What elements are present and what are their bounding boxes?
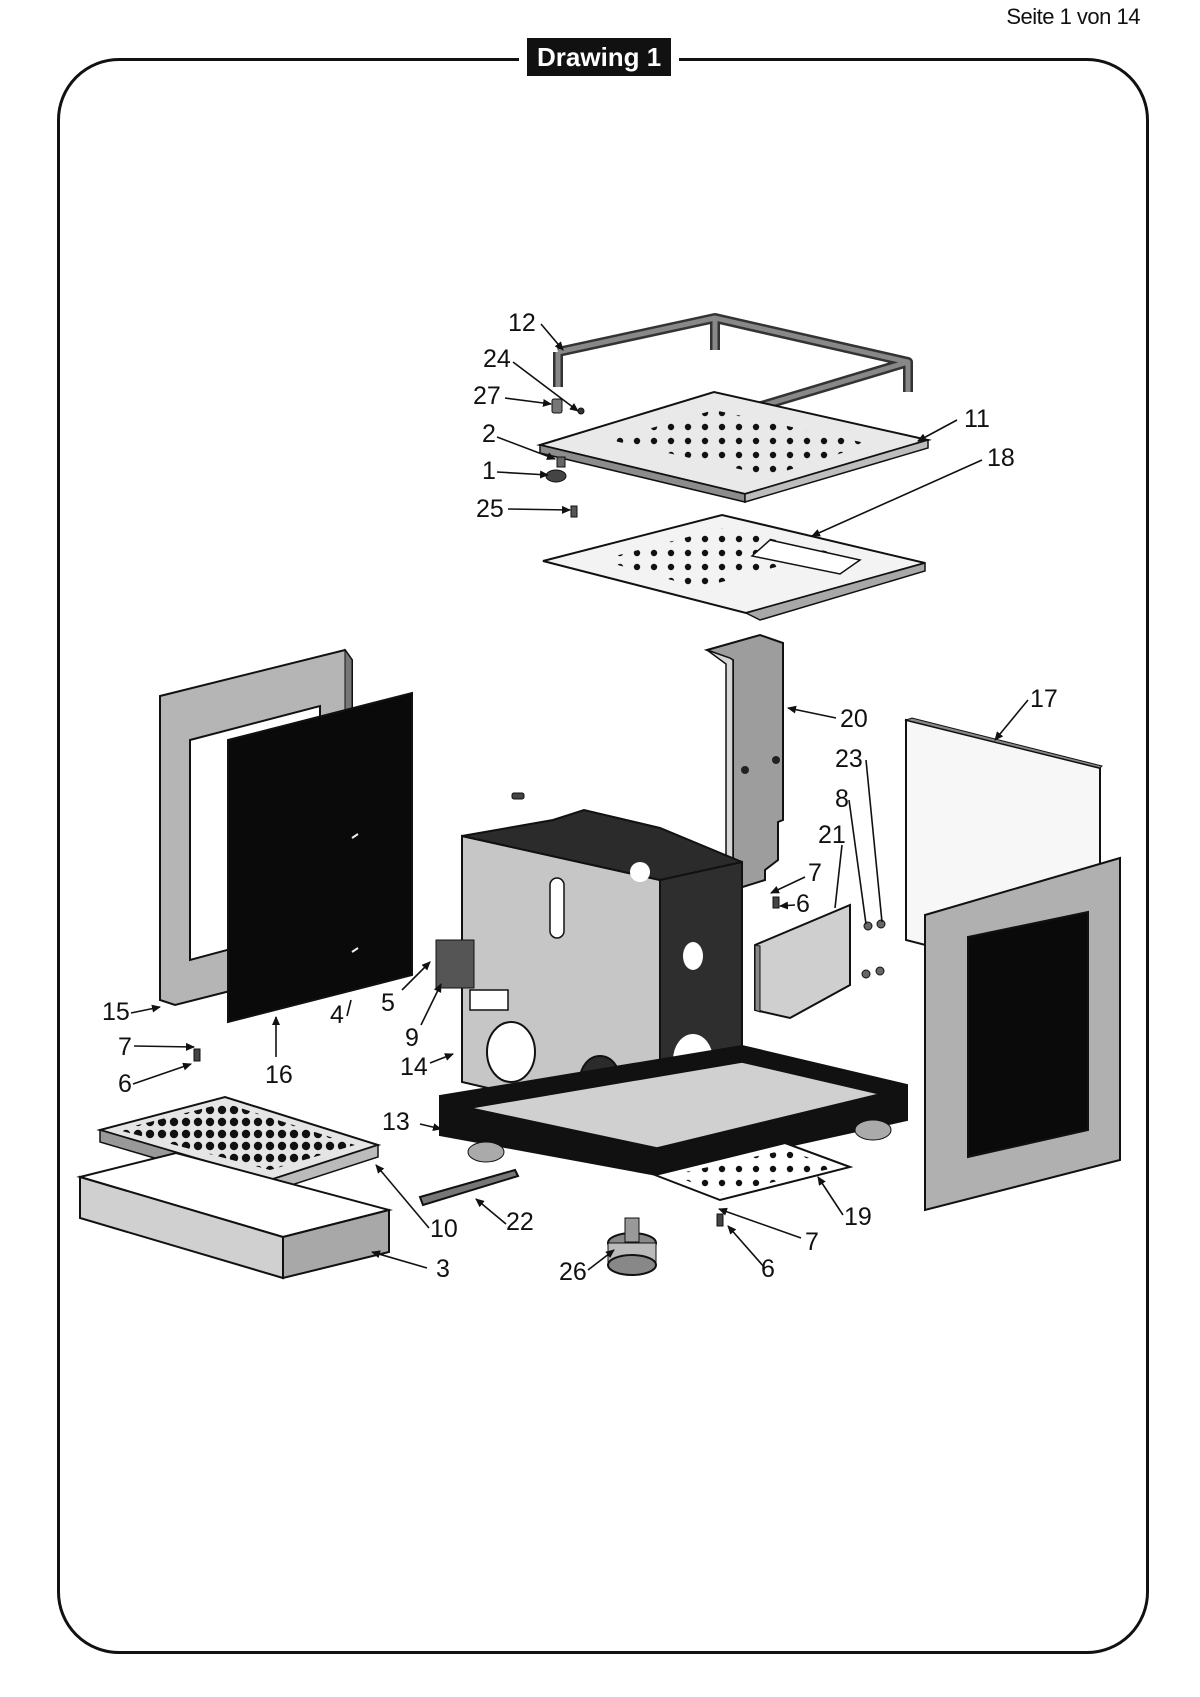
drip-tray-box-part	[76, 1151, 393, 1280]
callout-20: 20	[840, 705, 868, 733]
callout-17: 17	[1030, 685, 1058, 713]
callout-4: 4	[330, 1001, 344, 1029]
callout-2: 2	[482, 420, 496, 448]
small-screws	[193, 792, 780, 1227]
callout-3: 3	[436, 1255, 450, 1283]
foot-part	[607, 1217, 657, 1276]
page-number: Seite 1 von 14	[1006, 4, 1140, 29]
fasteners-top	[545, 398, 585, 518]
callout-6-left: 6	[118, 1070, 132, 1098]
callout-12: 12	[508, 309, 536, 337]
callout-8: 8	[835, 785, 849, 813]
callout-25: 25	[476, 495, 504, 523]
callout-11: 11	[964, 405, 990, 433]
drip-tray-plate-part	[542, 513, 926, 621]
callout-19: 19	[844, 1203, 872, 1231]
callout-7-upper: 7	[808, 859, 822, 887]
callout-6-bottom: 6	[761, 1255, 775, 1283]
callout-16: 16	[265, 1061, 293, 1089]
side-panel-black-part	[227, 691, 413, 1024]
callout-6-upper: 6	[796, 890, 810, 918]
callout-10: 10	[430, 1215, 458, 1243]
callout-23: 23	[835, 745, 863, 773]
callout-5: 5	[381, 989, 395, 1017]
callout-27: 27	[473, 382, 501, 410]
side-panel-right-part	[924, 856, 1121, 1212]
callout-7-bottom: 7	[805, 1228, 819, 1256]
callout-labels: 12 24 27 2 1 25 11 18 20 17 23 8 21 7 6 …	[102, 309, 1058, 1286]
base-grille-part	[651, 1141, 854, 1202]
bracket-part	[703, 633, 784, 892]
rail-part	[418, 1168, 520, 1207]
cup-rail-part	[553, 313, 913, 441]
callout-24: 24	[483, 345, 511, 373]
callout-15: 15	[102, 998, 130, 1026]
callout-26: 26	[559, 1258, 587, 1286]
callout-9: 9	[405, 1024, 419, 1052]
callout-22: 22	[506, 1208, 534, 1236]
nuts-part	[861, 919, 886, 979]
angle-bracket-part	[754, 903, 851, 1020]
callout-7-left: 7	[118, 1033, 132, 1061]
callout-14: 14	[400, 1053, 428, 1081]
drawing-title: Drawing 1	[527, 38, 672, 76]
leader-lines	[130, 323, 1029, 1271]
callout-18: 18	[987, 444, 1015, 472]
callout-21: 21	[818, 821, 846, 849]
base-frame-part	[439, 1044, 908, 1177]
callout-1: 1	[482, 457, 496, 485]
callout-13: 13	[382, 1108, 410, 1136]
top-plate-part	[536, 390, 932, 504]
